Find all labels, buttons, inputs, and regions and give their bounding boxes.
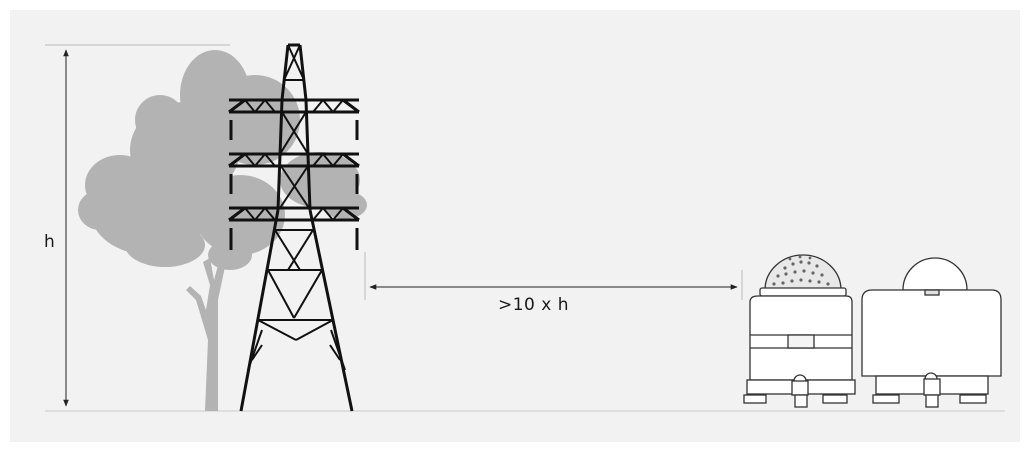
height-dimension xyxy=(45,44,230,407)
sensor-device-solid-dome xyxy=(861,257,1002,408)
sensor-device-perforated-dome xyxy=(743,254,856,408)
distance-label: >10 x h xyxy=(498,295,570,315)
distance-dimension xyxy=(364,252,743,300)
tree-silhouette xyxy=(78,50,367,411)
height-label: h xyxy=(44,232,55,252)
transmission-tower xyxy=(228,43,360,412)
